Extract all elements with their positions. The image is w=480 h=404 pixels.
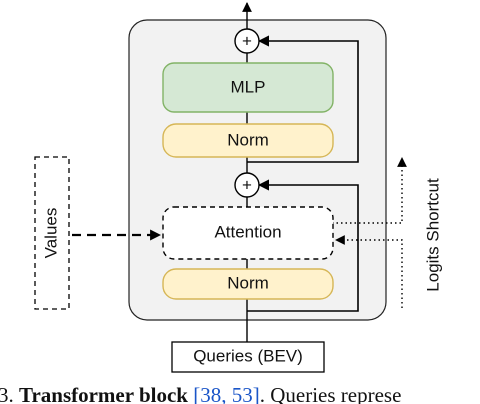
- caption-prefix: 3.: [0, 383, 19, 404]
- residual-connection-attention: [247, 179, 359, 312]
- logits-shortcut-return: [335, 235, 403, 308]
- caption-rest: . Queries represe: [260, 383, 402, 404]
- figure-caption: 3. Transformer block [38, 53]. Queries r…: [0, 383, 401, 404]
- norm-block-top: [162, 123, 334, 158]
- attention-block: [162, 206, 334, 260]
- values-label: Values: [41, 208, 60, 259]
- norm-block-bottom: [162, 268, 334, 300]
- mlp-block: [162, 62, 334, 113]
- norm-bottom-label: Norm: [227, 273, 269, 292]
- sum-middle-symbol: +: [242, 175, 252, 194]
- attention-label: Attention: [214, 222, 281, 241]
- values-block: [34, 156, 70, 310]
- residual-connection-mlp: [247, 35, 359, 163]
- sum-node-middle: [234, 172, 260, 198]
- sum-node-top: [234, 28, 260, 54]
- logits-shortcut-label: Logits Shortcut: [423, 178, 442, 292]
- sum-top-symbol: +: [242, 31, 252, 50]
- caption-refs: [38, 53]: [193, 383, 260, 404]
- queries-label: Queries (BEV): [193, 346, 303, 365]
- mlp-label: MLP: [231, 77, 266, 96]
- norm-top-label: Norm: [227, 130, 269, 149]
- logits-shortcut-loop: [332, 157, 407, 224]
- caption-bold: Transformer block: [19, 383, 188, 404]
- queries-block: [171, 341, 325, 373]
